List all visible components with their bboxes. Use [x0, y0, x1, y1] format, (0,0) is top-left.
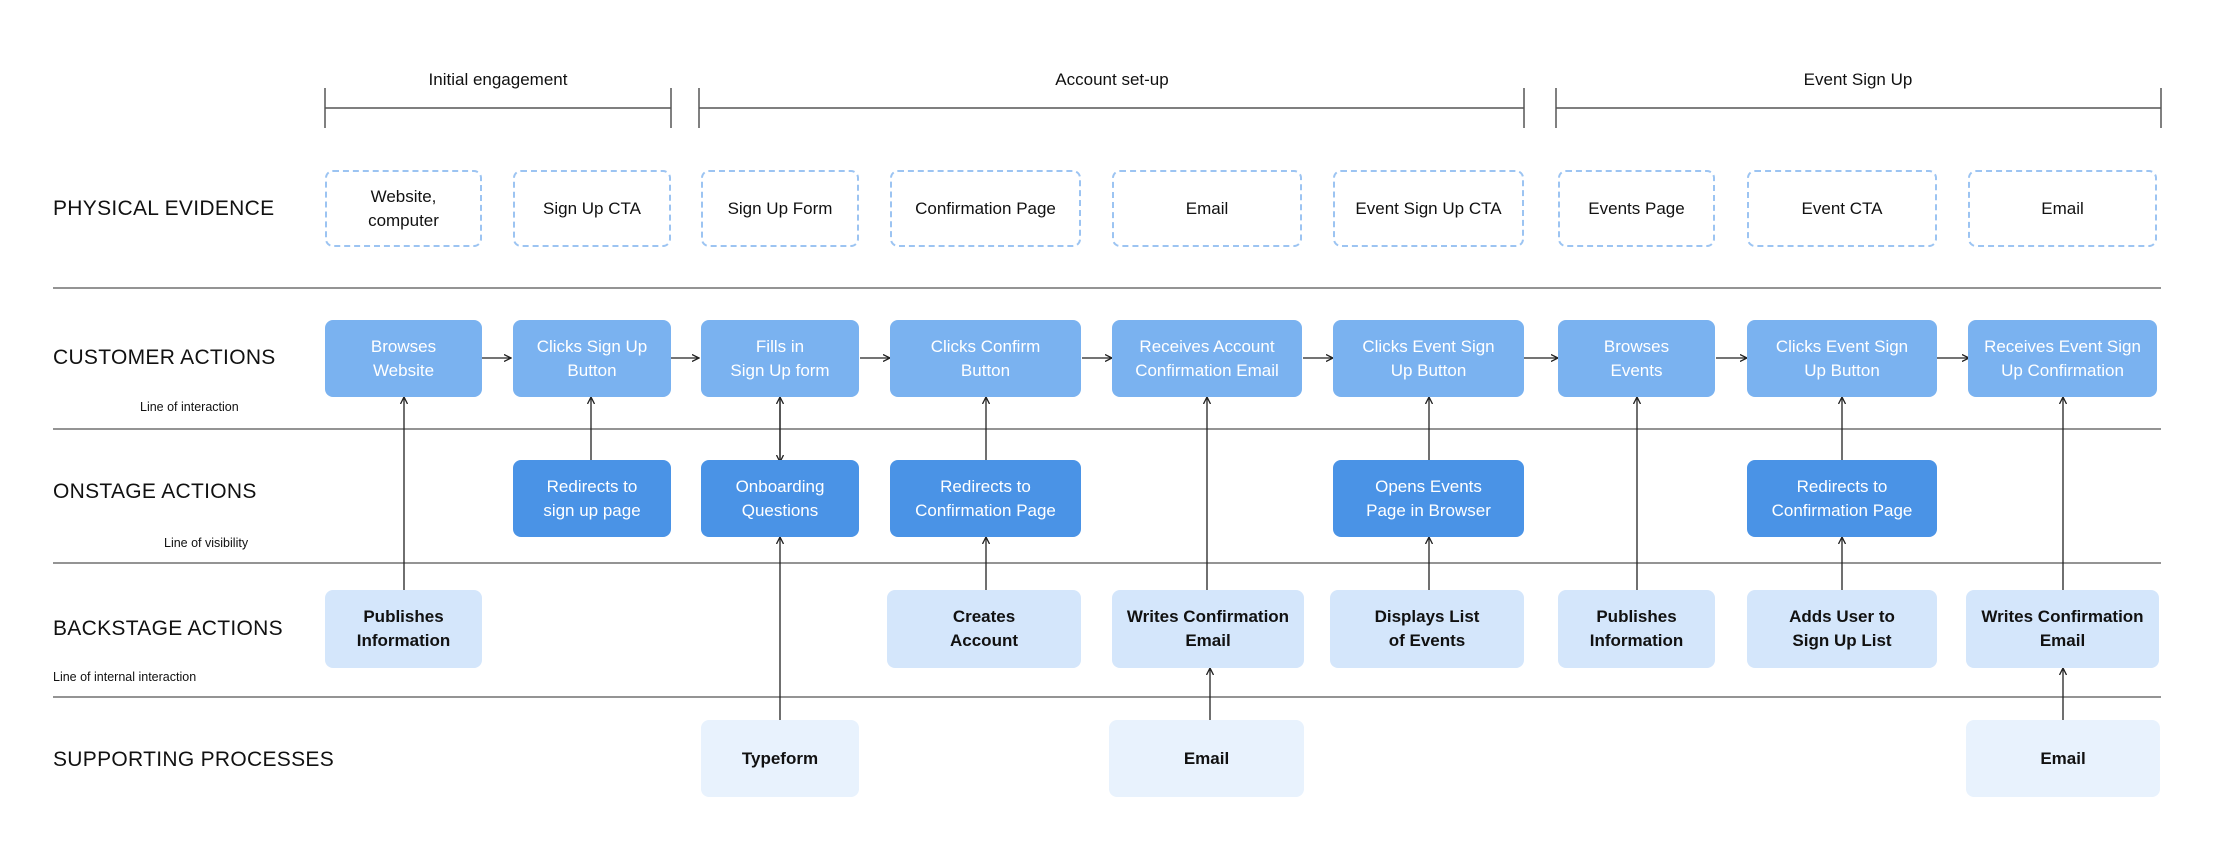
evidence-box: Events Page — [1558, 170, 1715, 247]
customer-action-box: Receives Event Sign Up Confirmation — [1968, 320, 2157, 397]
row-label-physical-evidence: PHYSICAL EVIDENCE — [53, 197, 275, 220]
line-label-internal-interaction: Line of internal interaction — [53, 670, 197, 684]
row-label-backstage-actions: BACKSTAGE ACTIONS — [53, 617, 283, 640]
backstage-action-box: Writes Confirmation Email — [1966, 590, 2159, 668]
support-process-box: Typeform — [701, 720, 859, 797]
line-label-visibility: Line of visibility — [164, 536, 249, 550]
backstage-action-box: Publishes Information — [1558, 590, 1715, 668]
support-process-box: Email — [1109, 720, 1304, 797]
backstage-action-box: Writes Confirmation Email — [1112, 590, 1304, 668]
evidence-box: Sign Up Form — [701, 170, 859, 247]
backstage-action-box: Displays List of Events — [1330, 590, 1524, 668]
evidence-box: Confirmation Page — [890, 170, 1081, 247]
customer-action-box: Receives Account Confirmation Email — [1112, 320, 1302, 397]
onstage-action-box: Redirects to sign up page — [513, 460, 671, 537]
phase-bracket-account — [698, 88, 1525, 128]
customer-action-box: Browses Website — [325, 320, 482, 397]
onstage-action-box: Redirects to Confirmation Page — [1747, 460, 1937, 537]
evidence-box: Email — [1112, 170, 1302, 247]
evidence-box: Sign Up CTA — [513, 170, 671, 247]
customer-action-box: Clicks Sign Up Button — [513, 320, 671, 397]
customer-action-box: Clicks Event Sign Up Button — [1333, 320, 1524, 397]
phase-label-initial: Initial engagement — [428, 70, 568, 89]
phase-label-account: Account set-up — [1055, 70, 1169, 89]
evidence-box: Event Sign Up CTA — [1333, 170, 1524, 247]
support-process-box: Email — [1966, 720, 2160, 797]
evidence-box: Website, computer — [325, 170, 482, 247]
customer-action-box: Fills in Sign Up form — [701, 320, 859, 397]
phase-bracket-event — [1555, 88, 2162, 128]
evidence-box: Email — [1968, 170, 2157, 247]
row-label-onstage-actions: ONSTAGE ACTIONS — [53, 480, 257, 503]
line-label-interaction: Line of interaction — [140, 400, 239, 414]
customer-action-box: Clicks Confirm Button — [890, 320, 1081, 397]
backstage-action-box: Adds User to Sign Up List — [1747, 590, 1937, 668]
phase-bracket-initial — [324, 88, 672, 128]
customer-action-box: Clicks Event Sign Up Button — [1747, 320, 1937, 397]
backstage-action-box: Publishes Information — [325, 590, 482, 668]
backstage-action-box: Creates Account — [887, 590, 1081, 668]
onstage-action-box: Opens Events Page in Browser — [1333, 460, 1524, 537]
evidence-box: Event CTA — [1747, 170, 1937, 247]
phase-label-event: Event Sign Up — [1803, 70, 1913, 89]
onstage-action-box: Redirects to Confirmation Page — [890, 460, 1081, 537]
row-label-customer-actions: CUSTOMER ACTIONS — [53, 346, 276, 369]
row-label-supporting-processes: SUPPORTING PROCESSES — [53, 748, 335, 771]
onstage-action-box: Onboarding Questions — [701, 460, 859, 537]
customer-action-box: Browses Events — [1558, 320, 1715, 397]
